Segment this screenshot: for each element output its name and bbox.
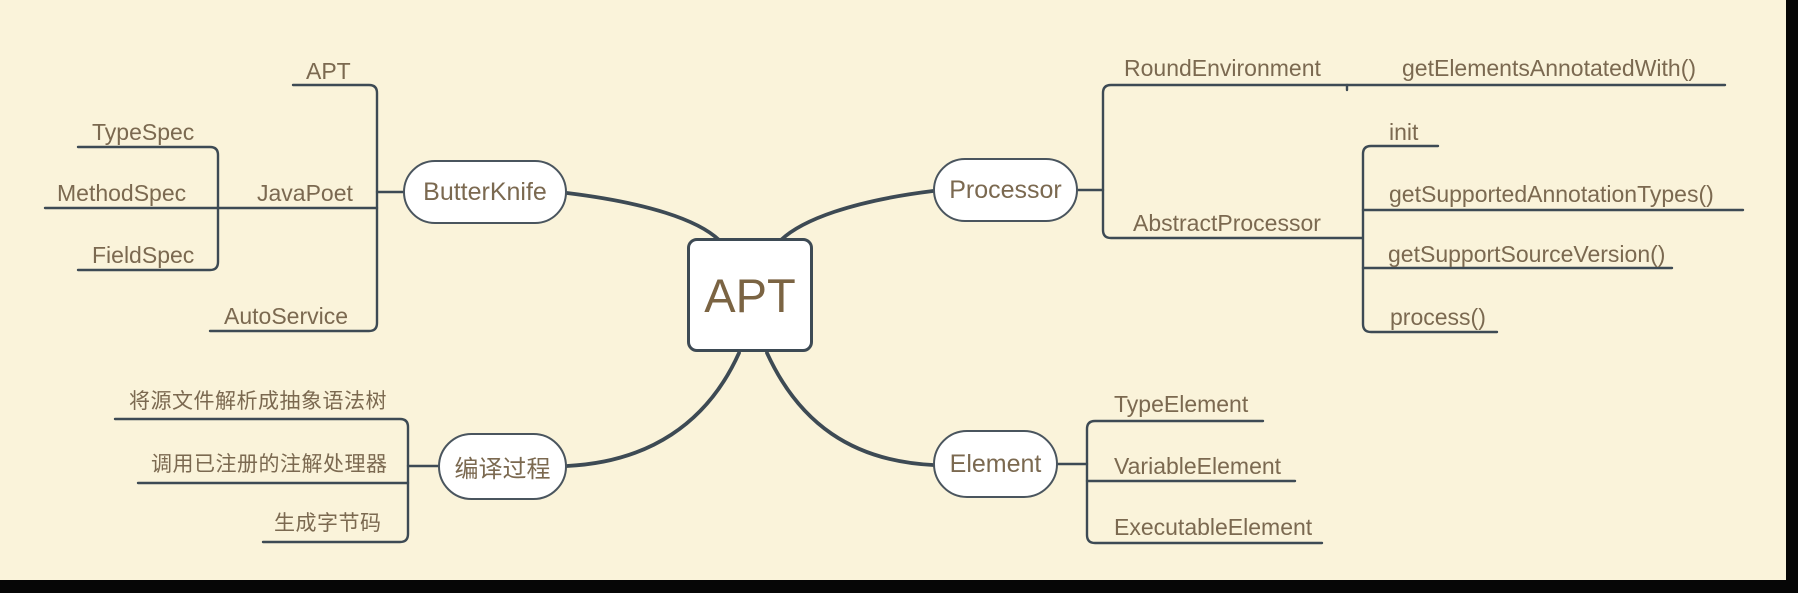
- topic-abstract-processor[interactable]: AbstractProcessor: [1133, 210, 1321, 236]
- branch-processor[interactable]: Processor: [933, 158, 1078, 222]
- topic-round-environment[interactable]: RoundEnvironment: [1124, 55, 1321, 81]
- topic-type-element[interactable]: TypeElement: [1114, 391, 1249, 417]
- topic-brackets: [43, 83, 1745, 545]
- topic-init[interactable]: init: [1389, 119, 1419, 145]
- root-topic-apt[interactable]: APT: [687, 238, 813, 352]
- topic-methodspec[interactable]: MethodSpec: [57, 180, 187, 206]
- topic-apt-annotation[interactable]: APT: [306, 58, 351, 84]
- screen-edge-bottom: [0, 580, 1798, 593]
- topic-generate-bytecode[interactable]: 生成字节码: [274, 512, 382, 535]
- topic-variable-element[interactable]: VariableElement: [1114, 453, 1282, 479]
- branch-butterknife[interactable]: ButterKnife: [403, 160, 567, 224]
- topic-get-elements-annotated-with[interactable]: getElementsAnnotatedWith(): [1402, 55, 1697, 81]
- branch-compile-process[interactable]: 编译过程: [438, 433, 567, 500]
- topic-get-support-source-version[interactable]: getSupportSourceVersion(): [1388, 241, 1666, 267]
- topic-get-supported-annotation-types[interactable]: getSupportedAnnotationTypes(): [1389, 181, 1714, 207]
- branch-element[interactable]: Element: [933, 430, 1058, 498]
- topic-executable-element[interactable]: ExecutableElement: [1114, 514, 1313, 540]
- topic-invoke-registered-processors[interactable]: 调用已注册的注解处理器: [151, 453, 388, 476]
- topic-parse-source-to-ast[interactable]: 将源文件解析成抽象语法树: [129, 390, 387, 413]
- branch-curves: [565, 189, 935, 468]
- topic-typespec[interactable]: TypeSpec: [92, 119, 195, 145]
- topic-javapoet[interactable]: JavaPoet: [257, 180, 353, 206]
- topic-fieldspec[interactable]: FieldSpec: [92, 242, 195, 268]
- topic-process[interactable]: process(): [1390, 304, 1486, 330]
- screen-edge-right: [1786, 0, 1798, 593]
- topic-autoservice[interactable]: AutoService: [224, 303, 349, 329]
